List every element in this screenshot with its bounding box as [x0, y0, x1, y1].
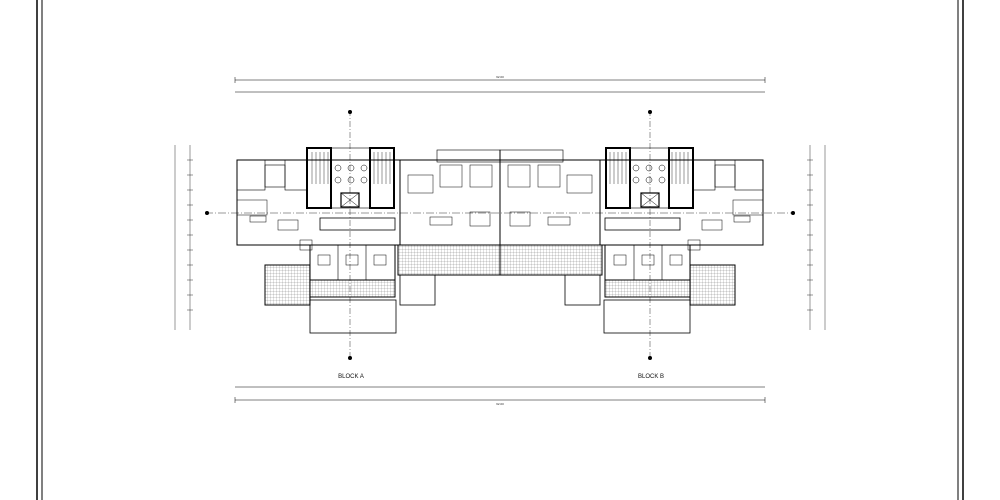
block-b-plan	[499, 109, 826, 361]
block-b-label: BLOCK B	[638, 374, 664, 380]
block-a-label: BLOCK A	[338, 374, 364, 380]
top-dimension-lines	[234, 77, 766, 93]
sheet-border	[36, 0, 964, 500]
block-a-plan	[174, 109, 501, 361]
overall-dimension-top: 62.00	[496, 75, 504, 79]
overall-dimension-bottom: 62.00	[496, 402, 504, 406]
axis-marker-left	[205, 211, 209, 215]
axis-marker-right	[791, 211, 795, 215]
bottom-dimension-lines	[234, 386, 766, 403]
